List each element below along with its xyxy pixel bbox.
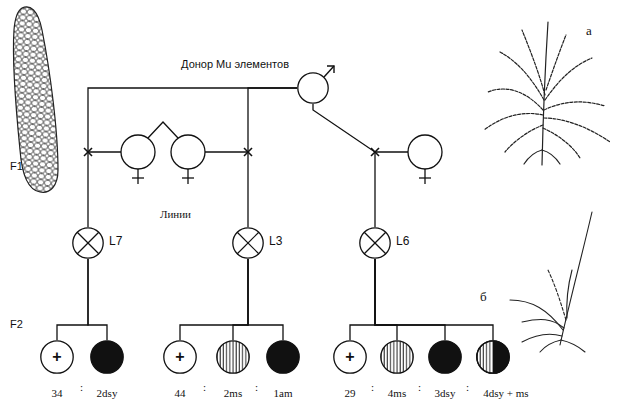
female-symbols xyxy=(88,122,442,184)
ratio-colon: : xyxy=(80,381,83,394)
node-circle: L3 xyxy=(232,227,264,259)
figure-letter: б xyxy=(480,290,487,303)
circle-shape xyxy=(72,227,104,259)
circle-outline xyxy=(477,341,509,373)
segregation-count: 44 xyxy=(175,387,186,400)
plus-sign: + xyxy=(345,349,354,365)
self-cross xyxy=(237,232,258,253)
line-label: L3 xyxy=(269,235,282,248)
cross-line xyxy=(313,104,375,227)
cross-line xyxy=(248,259,283,340)
node-circle: L7 xyxy=(72,227,104,259)
node-circle: +34 xyxy=(40,340,74,374)
circle-outline xyxy=(91,341,123,373)
tassel-b xyxy=(510,212,592,352)
cross-line xyxy=(375,259,397,340)
cross-line xyxy=(350,259,375,340)
self-cross xyxy=(237,232,258,253)
male-sign-arrow xyxy=(324,66,334,77)
generation-label: F1 xyxy=(10,160,23,173)
circle-outline xyxy=(41,341,73,373)
self-cross xyxy=(77,232,98,253)
lines-label: Линии xyxy=(160,208,191,221)
segregation-count: 1am xyxy=(274,387,293,400)
circle-outline xyxy=(334,341,366,373)
ratio-colon: : xyxy=(466,381,469,394)
segregation-count: 34 xyxy=(52,387,63,400)
tassel-a xyxy=(484,22,610,165)
circle-outline xyxy=(360,228,390,258)
ratio-colon: : xyxy=(203,381,206,394)
circle-outline xyxy=(477,341,509,373)
node-circle: Донор Mu элементов xyxy=(297,72,329,104)
cross-line xyxy=(233,259,248,340)
cross-line xyxy=(180,259,248,340)
self-cross xyxy=(77,232,98,253)
self-cross xyxy=(364,232,385,253)
black-half xyxy=(493,341,509,373)
self-cross xyxy=(364,232,385,253)
cross-line xyxy=(248,88,297,227)
circle-shape xyxy=(297,72,329,104)
circle-shape xyxy=(476,340,510,374)
ratio-colon: : xyxy=(418,381,421,394)
node-circle: +44 xyxy=(163,340,197,374)
plus-sign: + xyxy=(52,349,61,365)
cross-line xyxy=(88,88,297,227)
node-circle: 2dsy xyxy=(90,340,124,374)
plus-sign: + xyxy=(175,349,184,365)
segregation-count: 29 xyxy=(345,387,356,400)
donor-label: Донор Mu элементов xyxy=(181,58,289,71)
generation-label: F2 xyxy=(10,318,23,331)
node-circle: 4dsy + ms xyxy=(476,340,510,374)
segregation-count: 4ms xyxy=(388,387,406,400)
cross-line xyxy=(375,259,445,340)
node-circle: 2ms xyxy=(216,340,250,374)
circle-outline xyxy=(217,341,249,373)
circle-outline xyxy=(429,341,461,373)
circle-shape xyxy=(232,227,264,259)
line-label: L6 xyxy=(396,235,409,248)
ratio-colon: : xyxy=(371,381,374,394)
segregation-count: 3dsy xyxy=(435,387,456,400)
circle-shape xyxy=(266,340,300,374)
line-label: L7 xyxy=(109,235,122,248)
circle-shape xyxy=(428,340,462,374)
ratio-colon: : xyxy=(255,381,258,394)
node-circle: +29 xyxy=(333,340,367,374)
circle-shape xyxy=(90,340,124,374)
node-circle: L6 xyxy=(359,227,391,259)
node-circle: 4ms xyxy=(380,340,414,374)
segregation-count: 4dsy + ms xyxy=(483,387,528,400)
circle-shape xyxy=(380,340,414,374)
segregation-count: 2dsy xyxy=(97,387,118,400)
circle-outline xyxy=(233,228,263,258)
circle-outline xyxy=(73,228,103,258)
node-circle: 1am xyxy=(266,340,300,374)
cross-line xyxy=(88,259,107,340)
circle-outline xyxy=(164,341,196,373)
circle-outline xyxy=(381,341,413,373)
cross-marks xyxy=(84,148,379,156)
circle-shape xyxy=(359,227,391,259)
segregation-count: 2ms xyxy=(224,387,242,400)
node-circle: 3dsy xyxy=(428,340,462,374)
circle-outline xyxy=(298,73,328,103)
circle-outline xyxy=(267,341,299,373)
circle-shape xyxy=(216,340,250,374)
cross-line xyxy=(57,259,88,340)
cross-line xyxy=(375,259,493,340)
figure-letter: а xyxy=(586,24,592,37)
